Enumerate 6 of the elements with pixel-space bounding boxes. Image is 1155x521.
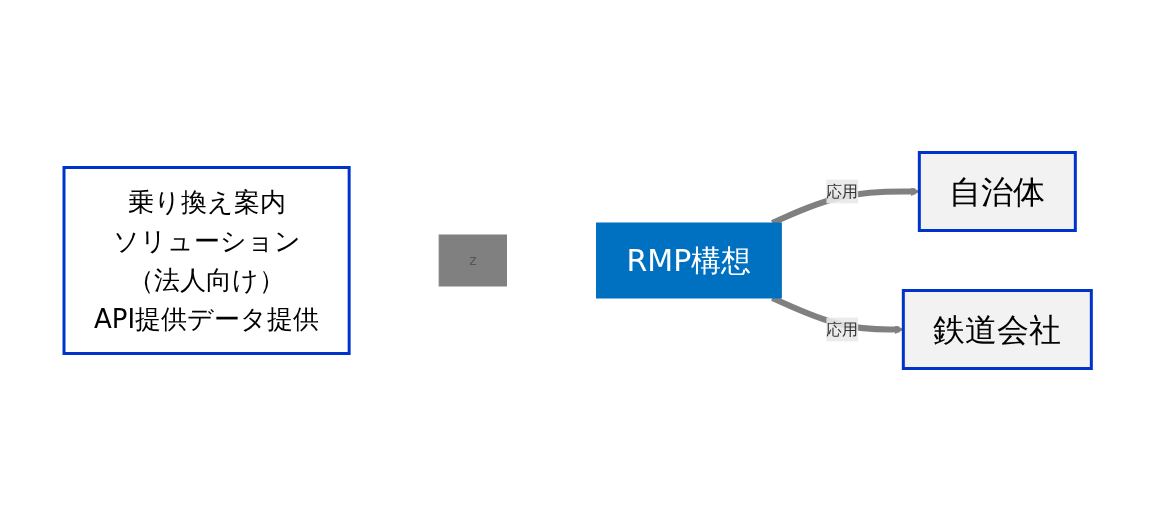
node-box: 乗り換え案内 ソリューション （法人向け） API提供データ提供 <box>62 166 351 355</box>
node-box: RMP構想 <box>595 222 782 299</box>
edge-label: 応用 <box>826 319 859 339</box>
node-box: 自治体 <box>917 151 1077 232</box>
node-box: 鉄道会社 <box>901 289 1093 370</box>
edge-label: 応用 <box>826 181 859 201</box>
